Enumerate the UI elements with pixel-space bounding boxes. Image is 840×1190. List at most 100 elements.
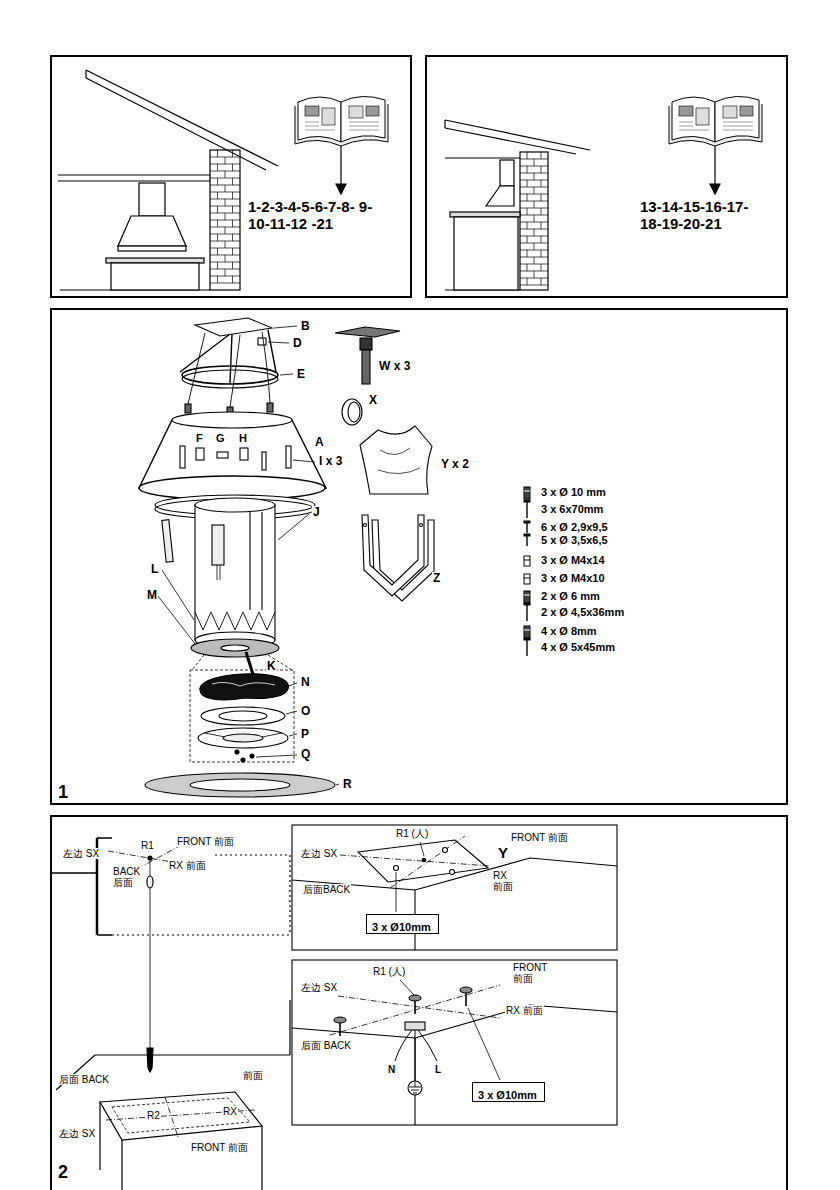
ceiling-template-inset [358, 840, 488, 882]
room-sketch [100, 1102, 262, 1190]
part-letter: K [266, 660, 277, 673]
brick-wall [225, 227, 226, 234]
hardware-icon [524, 578, 530, 579]
hood-exploded-view [162, 520, 173, 563]
brick-wall [527, 250, 528, 257]
house-sketch [111, 263, 199, 290]
leader-line [293, 460, 315, 462]
brick-wall [217, 234, 218, 241]
hardware-spec: 5 x Ø 3,5x6,5 [540, 534, 609, 546]
direction-label: 左边 SX [58, 1128, 96, 1139]
brick-wall [232, 178, 233, 185]
brick-wall [541, 180, 542, 187]
direction-label: 左边 SX [62, 848, 100, 859]
hood-exploded-view [258, 338, 266, 345]
direction-label: FRONT 前面 [510, 832, 569, 843]
manual-icon [295, 96, 388, 146]
direction-label: 前面 [242, 1070, 264, 1081]
hardware-icon [524, 487, 530, 499]
direction-label: RX 前面 [505, 1005, 544, 1016]
ceiling-fixing-inset [414, 1001, 416, 1014]
house-sketch [500, 160, 514, 186]
hood-exploded-view [195, 505, 275, 640]
hood-exploded-view [267, 403, 273, 412]
ceiling-fixing-inset [292, 960, 617, 1125]
hood-exploded-view [360, 426, 432, 494]
manual-icon [341, 96, 385, 142]
hood-exploded-view [223, 734, 263, 742]
hood-exploded-view [335, 327, 400, 337]
brick-wall [232, 248, 233, 255]
hood-exploded-view [240, 448, 248, 460]
ceiling-fixing-inset [292, 960, 617, 1125]
part-letter: N [300, 676, 311, 689]
brick-wall [210, 283, 240, 284]
hardware-icon [524, 521, 530, 523]
hardware-spec: 4 x Ø 5x45mm [540, 641, 616, 653]
hood-exploded-view [364, 524, 367, 527]
part-letter: H [238, 432, 248, 444]
part-letter: P [300, 728, 310, 741]
direction-label: 左边 SX [300, 848, 338, 859]
brick-wall [225, 241, 226, 248]
hood-exploded-view [190, 779, 290, 791]
brick-wall [217, 150, 218, 157]
house-sketch [58, 175, 210, 181]
brick-wall [541, 264, 542, 271]
pointer-arrow [336, 184, 720, 194]
page-reference: 1-2-3-4-5-6-7-8- 9-10-11-12 -21 [248, 198, 378, 233]
ceiling-fixing-inset [465, 993, 467, 1006]
hood-exploded-view [212, 682, 275, 686]
hardware-icon [524, 626, 530, 638]
hood-exploded-view [192, 655, 292, 670]
ceiling-fixing-inset [460, 987, 472, 993]
hardware-icon [524, 560, 530, 561]
brick-wall [232, 206, 233, 213]
manual-icon [322, 108, 335, 125]
hardware-spec: 2 x Ø 4,5x36mm [540, 606, 625, 618]
ceiling-fixing-inset [334, 1017, 346, 1023]
hardware-icon [524, 556, 530, 566]
leader-line [158, 596, 196, 645]
manual-icon [305, 106, 319, 116]
direction-label: R1 [140, 840, 155, 851]
hood-exploded-view [195, 498, 275, 512]
house-sketch [445, 157, 520, 158]
hardware-icon [526, 523, 527, 533]
hood-exploded-view [191, 639, 279, 657]
house-sketch [450, 212, 520, 217]
brick-wall [217, 248, 218, 255]
leader-line [278, 514, 309, 540]
manual-icon [366, 106, 379, 116]
direction-label: RX 前面 [492, 870, 520, 892]
room-sketch [100, 1092, 262, 1140]
hood-exploded-view [212, 525, 224, 565]
ceiling-template-inset [443, 848, 448, 853]
brick-wall [520, 152, 548, 290]
brick-wall [217, 192, 218, 199]
direction-label: RX [222, 1106, 238, 1117]
brick-wall [225, 157, 226, 164]
hardware-icon [524, 591, 530, 603]
brick-wall [210, 150, 240, 290]
hood-exploded-view [200, 674, 289, 700]
brick-wall [534, 173, 535, 180]
hood-exploded-view [241, 758, 245, 762]
direction-label: Y [497, 845, 509, 862]
hood-exploded-view [180, 446, 185, 468]
hood-exploded-view [250, 512, 262, 610]
direction-label: N [387, 1064, 396, 1075]
part-letter: E [296, 368, 306, 381]
hardware-icon [524, 638, 530, 640]
room-sketch [148, 856, 152, 860]
hood-exploded-view [201, 707, 285, 725]
brick-wall [541, 250, 542, 257]
panel-number: 2 [58, 1162, 68, 1183]
leader-line [286, 711, 297, 714]
ceiling-template-inset [422, 858, 426, 862]
manual-icon [305, 122, 379, 130]
direction-label: FRONT 前面 [176, 836, 235, 847]
brick-wall [534, 187, 535, 194]
page-reference: 13-14-15-16-17- 18-19-20-21 [640, 198, 770, 233]
brick-wall [527, 194, 528, 201]
